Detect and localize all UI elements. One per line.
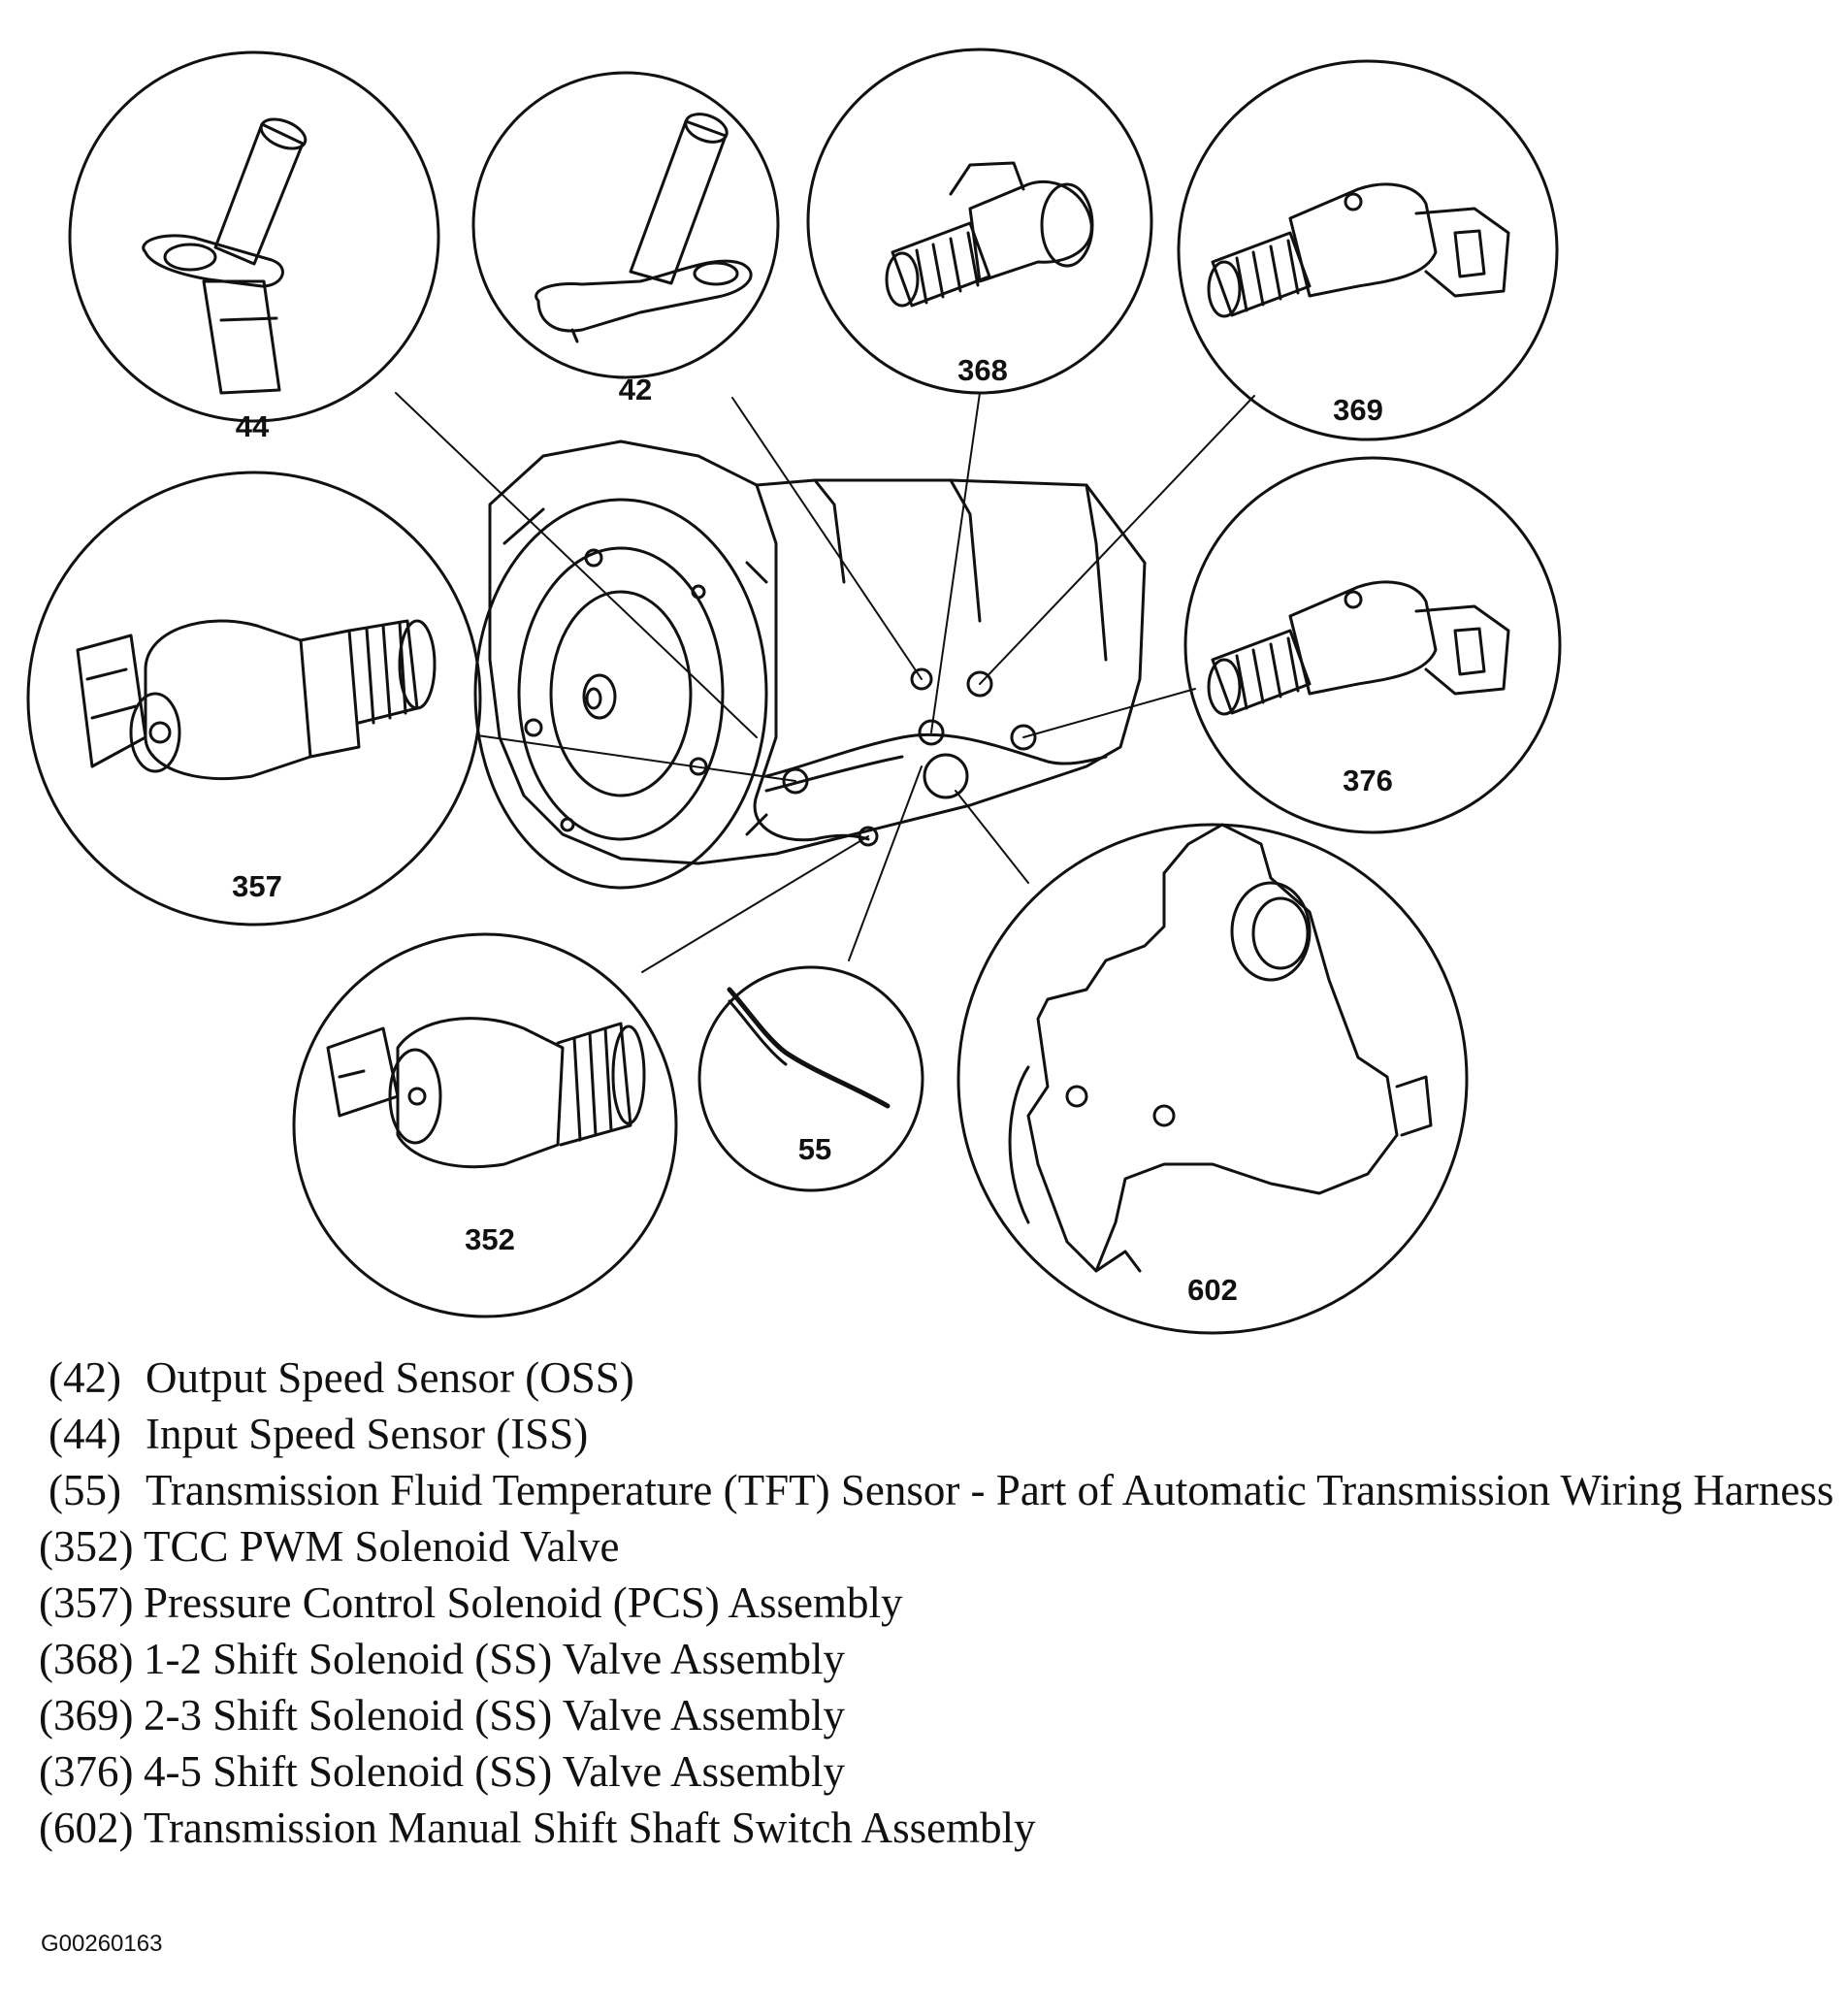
- legend-code: (369): [39, 1691, 134, 1740]
- legend-item-369: (369)2-3 Shift Solenoid (SS) Valve Assem…: [39, 1691, 845, 1740]
- legend-code: (376): [39, 1747, 134, 1796]
- figure-id: G00260163: [41, 1931, 163, 1957]
- legend-code: (602): [39, 1804, 134, 1852]
- legend-code: (357): [39, 1578, 134, 1627]
- tcc-pwm-solenoid-illustration: [326, 1017, 646, 1169]
- callout-circle-55: [697, 965, 924, 1192]
- legend-item-376: (376)4-5 Shift Solenoid (SS) Valve Assem…: [39, 1747, 845, 1796]
- legend-item-42: (42) Output Speed Sensor (OSS): [49, 1353, 634, 1402]
- shift-solenoid-2-3-illustration: [1207, 182, 1510, 318]
- manual-shift-shaft-switch-illustration: [1008, 823, 1433, 1273]
- callout-circle-369: [1177, 59, 1559, 441]
- legend-text: 1-2 Shift Solenoid (SS) Valve Assembly: [144, 1635, 845, 1683]
- input-speed-sensor-illustration: [142, 117, 308, 395]
- legend-code: (352): [39, 1522, 134, 1571]
- legend-text: 4-5 Shift Solenoid (SS) Valve Assembly: [144, 1747, 845, 1796]
- callout-circle-376: [1183, 456, 1562, 834]
- wiring-harness: [753, 667, 1108, 847]
- callout-label-357: 357: [232, 869, 282, 903]
- callout-label-42: 42: [619, 373, 652, 406]
- callout-circle-352: [292, 932, 678, 1318]
- legend-item-368: (368)1-2 Shift Solenoid (SS) Valve Assem…: [39, 1635, 845, 1683]
- legend-text: Output Speed Sensor (OSS): [146, 1353, 634, 1402]
- shift-solenoid-4-5-illustration: [1207, 580, 1510, 716]
- output-speed-sensor-illustration: [535, 113, 753, 343]
- callout-label-55: 55: [798, 1132, 831, 1166]
- legend-item-357: (357)Pressure Control Solenoid (PCS) Ass…: [39, 1578, 903, 1627]
- callout-circle-368: [806, 48, 1153, 395]
- legend-code: (42): [49, 1353, 121, 1402]
- legend-text: 2-3 Shift Solenoid (SS) Valve Assembly: [144, 1691, 845, 1740]
- legend-item-55: (55) Transmission Fluid Temperature (TFT)…: [49, 1466, 1833, 1514]
- callout-label-368: 368: [957, 353, 1008, 387]
- callout-labels: 44 42 368 369 376 357 352 55 602: [232, 353, 1393, 1307]
- transmission-diagram: 44 42 368 369 376 357 352 55 602: [26, 48, 1562, 1335]
- callout-circle-44: [68, 50, 440, 423]
- legend-item-352: (352)TCC PWM Solenoid Valve: [39, 1522, 619, 1571]
- transmission-housing: [473, 439, 1147, 890]
- legend-text: Input Speed Sensor (ISS): [146, 1410, 589, 1458]
- legend-text: Transmission Manual Shift Shaft Switch A…: [144, 1804, 1036, 1852]
- callout-label-369: 369: [1333, 393, 1383, 427]
- callout-label-44: 44: [236, 409, 270, 443]
- legend-code: (55): [49, 1466, 121, 1514]
- legend-text: Pressure Control Solenoid (PCS) Assembly: [144, 1578, 903, 1627]
- legend-text: TCC PWM Solenoid Valve: [144, 1522, 620, 1571]
- callout-circle-42: [471, 71, 780, 379]
- leader-lines: [395, 392, 1255, 973]
- callout-label-376: 376: [1343, 764, 1393, 797]
- legend-item-602: (602)Transmission Manual Shift Shaft Swi…: [39, 1804, 1036, 1852]
- callout-label-602: 602: [1187, 1273, 1238, 1307]
- legend-code: (44): [49, 1410, 121, 1458]
- pressure-control-solenoid-illustration: [76, 619, 437, 781]
- callout-label-352: 352: [465, 1222, 515, 1256]
- legend-text: Transmission Fluid Temperature (TFT) Sen…: [146, 1466, 1834, 1514]
- callout-circle-357: [26, 471, 482, 927]
- tft-sensor-wire-illustration: [727, 987, 891, 1109]
- legend-code: (368): [39, 1635, 134, 1683]
- shift-solenoid-1-2-illustration: [885, 161, 1094, 308]
- legend-item-44: (44) Input Speed Sensor (ISS): [49, 1410, 588, 1458]
- callout-circle-602: [956, 823, 1469, 1335]
